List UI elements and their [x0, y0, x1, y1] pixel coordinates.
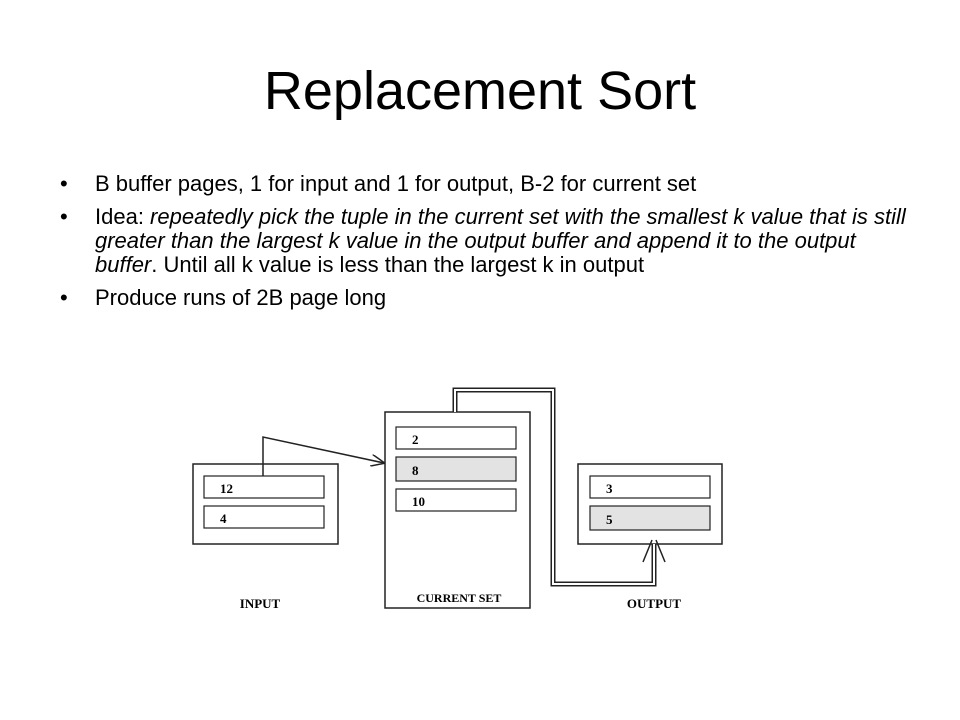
input-cell — [203, 505, 325, 529]
output-cell-value: 5 — [606, 512, 613, 527]
bullet-text: B buffer pages, 1 for input and 1 for ou… — [95, 171, 697, 196]
current-set-cell — [395, 426, 517, 450]
input-buffer: 12 4 INPUT — [192, 463, 339, 611]
output-arrowhead — [642, 539, 666, 563]
current-set-cell-value: 8 — [412, 463, 419, 478]
output-buffer: 3 5 OUTPUT — [577, 463, 723, 611]
input-label: INPUT — [240, 596, 281, 611]
current-set-cell-value: 10 — [412, 494, 425, 509]
bullet-emphasis: repeatedly pick the tuple in the current… — [95, 204, 906, 277]
bullet-suffix: . Until all k value is less than the lar… — [151, 252, 645, 277]
current-set-cell-highlighted — [395, 456, 517, 482]
output-cell-highlighted — [589, 505, 711, 531]
bullet-item: Produce runs of 2B page long — [60, 285, 910, 311]
bullet-item: B buffer pages, 1 for input and 1 for ou… — [60, 171, 910, 197]
current-set-label: CURRENT SET — [417, 591, 502, 605]
bullet-item: Idea: repeatedly pick the tuple in the c… — [60, 205, 910, 277]
output-cell — [589, 475, 711, 499]
bullet-text: Produce runs of 2B page long — [95, 285, 387, 310]
output-cell-value: 3 — [606, 481, 613, 496]
current-set-cell-value: 2 — [412, 432, 419, 447]
input-cell-value: 12 — [220, 481, 233, 496]
output-label: OUTPUT — [627, 596, 682, 611]
bullet-list: B buffer pages, 1 for input and 1 for ou… — [60, 172, 910, 319]
slide-title: Replacement Sort — [263, 61, 697, 121]
input-to-current-set-arrow — [262, 436, 384, 476]
current-set-cell — [395, 488, 517, 512]
current-set-buffer: 2 8 10 CURRENT SET — [384, 411, 531, 609]
bullet-prefix: Idea: — [95, 204, 151, 229]
current-set-to-output-connector-inner — [454, 389, 655, 585]
input-cell-value: 4 — [220, 511, 227, 526]
input-cell — [203, 475, 325, 499]
